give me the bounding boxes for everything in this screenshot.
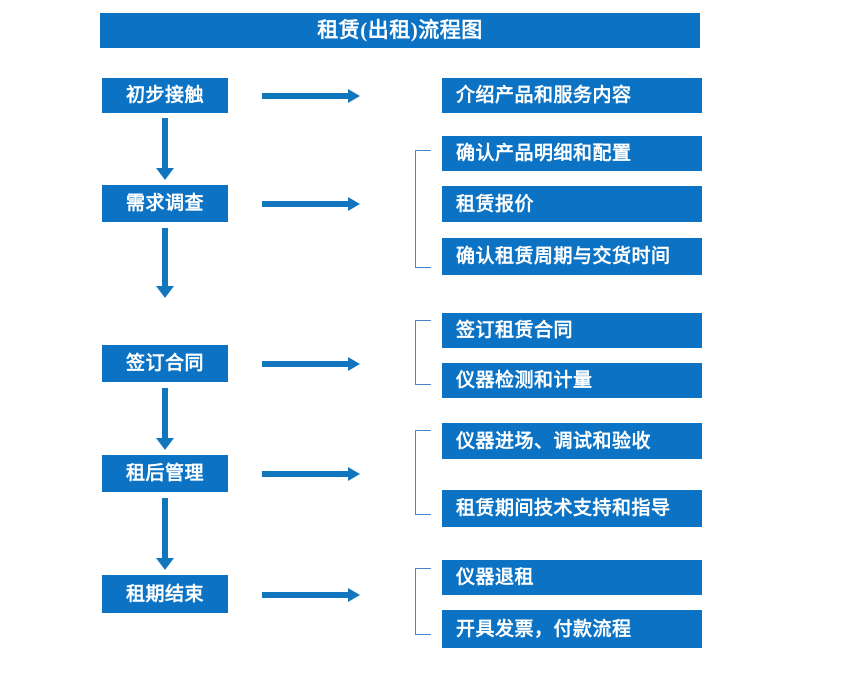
detail-box-5-1[interactable]: 仪器退租 [442,560,702,595]
stage-box-3[interactable]: 签订合同 [102,345,228,382]
diagram-title: 租赁(出租)流程图 [100,13,700,48]
detail-box-4-1[interactable]: 仪器进场、调试和验收 [442,423,702,459]
arrow-right-icon-1 [262,85,360,107]
stage-box-2[interactable]: 需求调查 [102,185,228,222]
arrow-down-icon-4 [153,498,177,570]
group-bracket-3 [415,320,431,385]
arrow-right-icon-4 [262,463,360,485]
group-bracket-4 [415,430,431,515]
detail-box-3-2[interactable]: 仪器检测和计量 [442,363,702,398]
detail-box-2-2[interactable]: 租赁报价 [442,186,702,222]
detail-box-5-2[interactable]: 开具发票，付款流程 [442,610,702,648]
detail-box-3-1[interactable]: 签订租赁合同 [442,313,702,348]
stage-box-1[interactable]: 初步接触 [102,78,228,113]
arrow-down-icon-2 [153,228,177,298]
stage-box-5[interactable]: 租期结束 [102,575,228,613]
arrow-down-icon-1 [153,118,177,180]
arrow-right-icon-2 [262,193,360,215]
group-bracket-2 [415,150,431,268]
arrow-right-icon-5 [262,584,360,606]
detail-box-1-1[interactable]: 介绍产品和服务内容 [442,78,702,113]
detail-box-2-3[interactable]: 确认租赁周期与交货时间 [442,238,702,275]
arrow-down-icon-3 [153,388,177,450]
stage-box-4[interactable]: 租后管理 [102,455,228,492]
group-bracket-5 [415,568,431,635]
arrow-right-icon-3 [262,353,360,375]
detail-box-4-2[interactable]: 租赁期间技术支持和指导 [442,490,702,527]
detail-box-2-1[interactable]: 确认产品明细和配置 [442,136,702,171]
